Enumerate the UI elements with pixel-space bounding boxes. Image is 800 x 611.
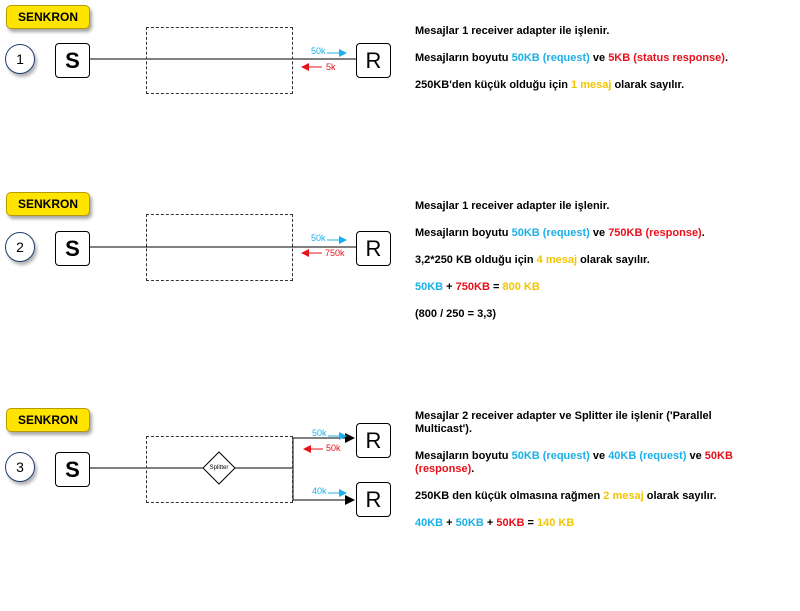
s3-receiver-node-1: R xyxy=(356,423,391,458)
s2-sender-node: S xyxy=(55,231,90,266)
s2-receiver-node: R xyxy=(356,231,391,266)
s1-p1: Mesajlar 1 receiver adapter ile işlenir. xyxy=(415,25,610,37)
s3-request-label-2: 40k xyxy=(312,486,327,496)
splitter-diamond xyxy=(202,451,236,485)
s1-sender-node: S xyxy=(55,43,90,78)
s2-p5: (800 / 250 = 3,3) xyxy=(415,308,497,320)
s3-sender-node: S xyxy=(55,452,90,487)
s2-request-label: 50k xyxy=(311,233,326,243)
s1-receiver-node: R xyxy=(356,43,391,78)
s1-response-label: 5k xyxy=(326,62,336,72)
s2-number: 2 xyxy=(5,232,35,262)
s3-boundary xyxy=(146,436,293,503)
s3-p4: 40KB + 50KB + 50KB = 140 KB xyxy=(415,517,575,529)
s2-response-label: 750k xyxy=(325,248,345,258)
s3-p2: Mesajların boyutu 50KB (request) ve 40KB… xyxy=(415,450,733,475)
s2-p1: Mesajlar 1 receiver adapter ile işlenir. xyxy=(415,200,610,212)
s1-number: 1 xyxy=(5,44,35,74)
s3-response-label: 50k xyxy=(326,443,341,453)
s2-p2: Mesajların boyutu 50KB (request) ve 750K… xyxy=(415,227,705,239)
s3-p1: Mesajlar 2 receiver adapter ve Splitter … xyxy=(415,410,712,435)
s1-request-label: 50k xyxy=(311,46,326,56)
s2-badge: SENKRON xyxy=(6,192,90,216)
s2-description: Mesajlar 1 receiver adapter ile işlenir.… xyxy=(415,200,770,335)
s3-receiver-node-2: R xyxy=(356,482,391,517)
s1-p3: 250KB'den küçük olduğu için 1 mesaj olar… xyxy=(415,79,685,91)
s3-number: 3 xyxy=(5,452,35,482)
s3-badge: SENKRON xyxy=(6,408,90,432)
s3-request-label-1: 50k xyxy=(312,428,327,438)
s1-p2: Mesajların boyutu 50KB (request) ve 5KB … xyxy=(415,52,729,64)
s3-description: Mesajlar 2 receiver adapter ve Splitter … xyxy=(415,410,770,544)
s2-p3: 3,2*250 KB olduğu için 4 mesaj olarak sa… xyxy=(415,254,650,266)
s3-p3: 250KB den küçük olmasına rağmen 2 mesaj … xyxy=(415,490,717,502)
s2-boundary xyxy=(146,214,293,281)
s1-description: Mesajlar 1 receiver adapter ile işlenir.… xyxy=(415,25,770,106)
splitter-label: Splitter xyxy=(209,465,229,471)
s1-badge: SENKRON xyxy=(6,5,90,29)
s2-p4: 50KB + 750KB = 800 KB xyxy=(415,281,540,293)
s1-boundary xyxy=(146,27,293,94)
